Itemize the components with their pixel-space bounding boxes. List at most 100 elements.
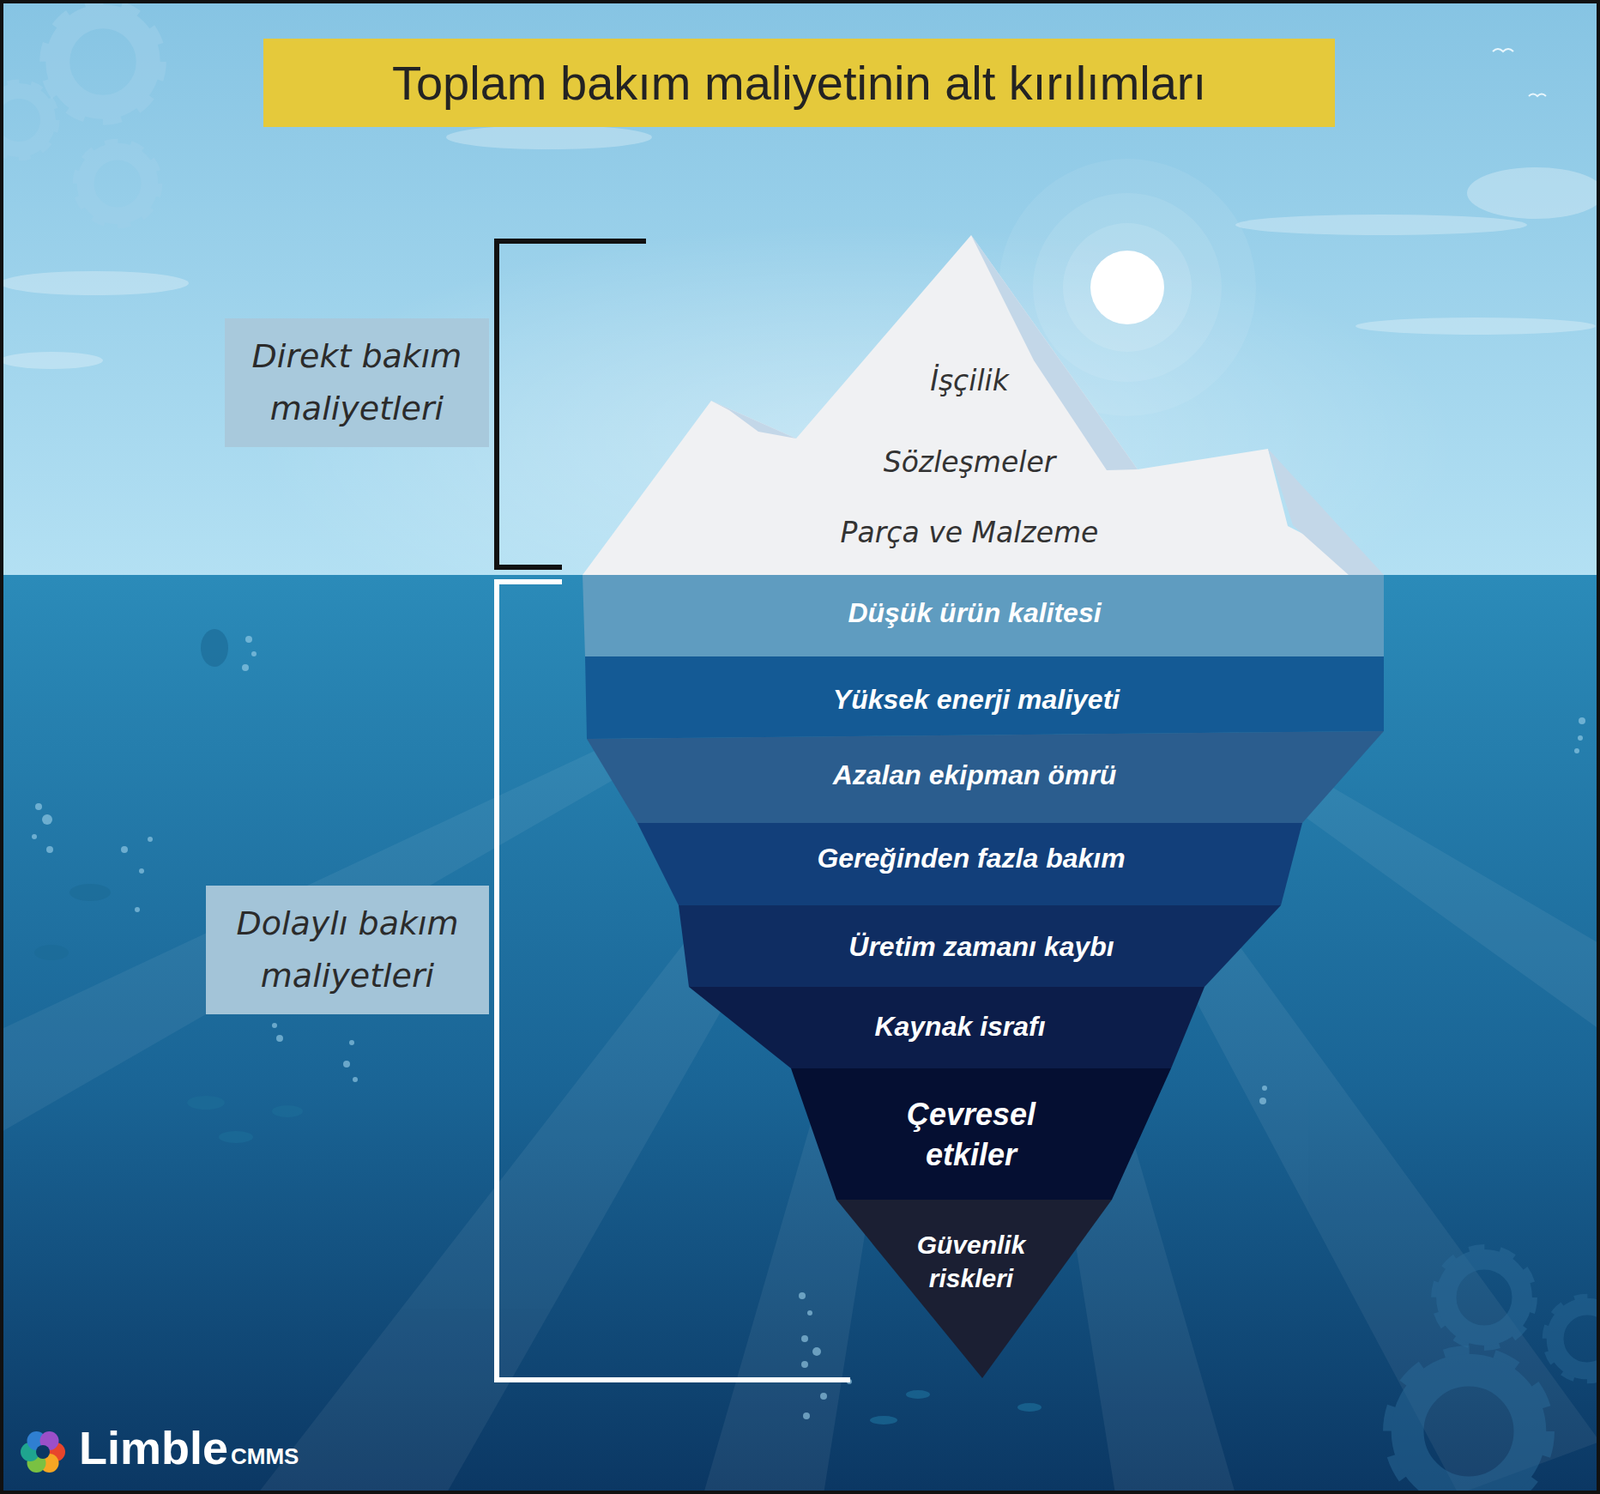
brand-logo: LimbleCMMS <box>78 1420 299 1474</box>
iceberg-band: Yüksek enerji maliyeti <box>585 656 1384 739</box>
decoration <box>42 814 53 825</box>
logo-icon <box>20 1430 66 1473</box>
direct-cost-item: Sözleşmeler <box>883 444 1057 482</box>
decoration <box>36 1444 50 1459</box>
decoration <box>200 628 229 667</box>
light-rays <box>0 574 1600 1494</box>
direct-cost-bracket <box>496 241 647 568</box>
indirect-cost-item: Gereğinden fazla bakım <box>816 840 1125 877</box>
gear <box>1439 1252 1529 1342</box>
decoration <box>120 845 128 853</box>
decoration <box>0 85 54 155</box>
decoration <box>69 883 111 901</box>
decoration <box>803 1412 810 1419</box>
decoration <box>35 803 43 810</box>
decoration <box>187 1095 225 1110</box>
ice-shade <box>971 235 1138 471</box>
gear <box>0 85 54 155</box>
indirect-cost-item: Yüksek enerji maliyeti <box>833 682 1120 719</box>
brand-suffix: CMMS <box>230 1443 299 1470</box>
decoration <box>245 635 253 643</box>
decoration <box>85 151 151 217</box>
iceberg-band: Gereğinden fazla bakım <box>637 822 1303 906</box>
indirect-cost-item: Çevresel etkiler <box>885 1094 1057 1176</box>
decoration <box>1261 1085 1268 1091</box>
decoration <box>1446 1259 1522 1335</box>
band-fill <box>582 235 1384 575</box>
band-fill <box>836 1199 1112 1378</box>
decoration <box>138 868 145 874</box>
decoration <box>905 1389 930 1399</box>
band-fill <box>678 905 1281 987</box>
decoration <box>271 1022 278 1028</box>
decoration <box>1355 317 1596 335</box>
category-label: Dolaylı bakım maliyetleri <box>214 897 481 1003</box>
decoration <box>349 1039 355 1045</box>
decoration <box>869 1415 898 1425</box>
decoration <box>1549 1300 1600 1377</box>
iceberg-band: Çevresel etkiler <box>790 1068 1172 1200</box>
decoration <box>807 1310 813 1316</box>
decoration <box>1017 1402 1042 1412</box>
decoration <box>343 1060 351 1068</box>
gear <box>1549 1300 1600 1377</box>
band-fill <box>582 574 1384 657</box>
decoration <box>1555 1306 1600 1371</box>
decoration <box>0 351 103 369</box>
gear <box>49 8 157 115</box>
cost-category-box: Dolaylı bakım maliyetleri <box>205 885 490 1015</box>
gear <box>1396 1358 1541 1494</box>
decoration <box>801 1360 809 1368</box>
bubbles <box>31 635 1586 1419</box>
iceberg-band: Güvenlik riskleri <box>836 1199 1112 1378</box>
indirect-cost-item: Kaynak israfı <box>874 1008 1045 1045</box>
ice-shade <box>1267 448 1384 575</box>
decoration <box>49 8 157 115</box>
decoration <box>812 1346 822 1356</box>
sea <box>0 574 1600 1494</box>
decoration <box>1439 1252 1529 1342</box>
decoration <box>1396 1358 1541 1494</box>
decoration <box>1492 48 1514 52</box>
decoration <box>134 906 140 912</box>
decoration <box>798 1292 806 1299</box>
decoration <box>147 836 153 842</box>
gear <box>79 145 156 222</box>
indirect-cost-item: Güvenlik riskleri <box>906 1227 1036 1295</box>
decoration <box>1259 1097 1267 1105</box>
title-text: Toplam bakım maliyetinin alt kırılımları <box>392 54 1207 111</box>
category-label: Direkt bakım maliyetleri <box>233 330 481 435</box>
decoration <box>57 16 148 107</box>
iceberg-tip: İşçilikSözleşmelerParça ve Malzeme <box>582 235 1384 575</box>
decoration <box>1235 214 1528 236</box>
direct-cost-item: Parça ve Malzeme <box>840 514 1099 552</box>
decoration <box>0 90 49 150</box>
indirect-cost-item: Düşük ürün kalitesi <box>847 595 1101 632</box>
indirect-cost-item: Azalan ekipman ömrü <box>833 757 1117 794</box>
decoration <box>271 1104 303 1117</box>
decoration <box>1467 167 1600 219</box>
birds <box>1492 48 1546 97</box>
cost-category-box: Direkt bakım maliyetleri <box>224 318 490 447</box>
decoration <box>31 833 37 840</box>
band-fill <box>637 822 1303 906</box>
direct-cost-item: İşçilik <box>929 362 1009 400</box>
decoration <box>0 271 189 296</box>
brand-name: Limble <box>78 1420 229 1474</box>
decoration <box>496 241 647 568</box>
decoration <box>1090 250 1165 325</box>
decoration <box>1407 1370 1531 1493</box>
decoration <box>1578 717 1586 725</box>
decoration <box>352 1076 358 1082</box>
decoration <box>79 145 156 222</box>
decoration <box>1528 94 1546 97</box>
band-fill <box>688 986 1205 1069</box>
band-shape <box>790 1068 1172 1200</box>
iceberg-band: Kaynak israfı <box>688 986 1205 1069</box>
decoration <box>1032 193 1222 382</box>
decoration <box>251 651 257 657</box>
iceberg-band: Düşük ürün kalitesi <box>582 574 1384 657</box>
decoration <box>276 1034 284 1042</box>
